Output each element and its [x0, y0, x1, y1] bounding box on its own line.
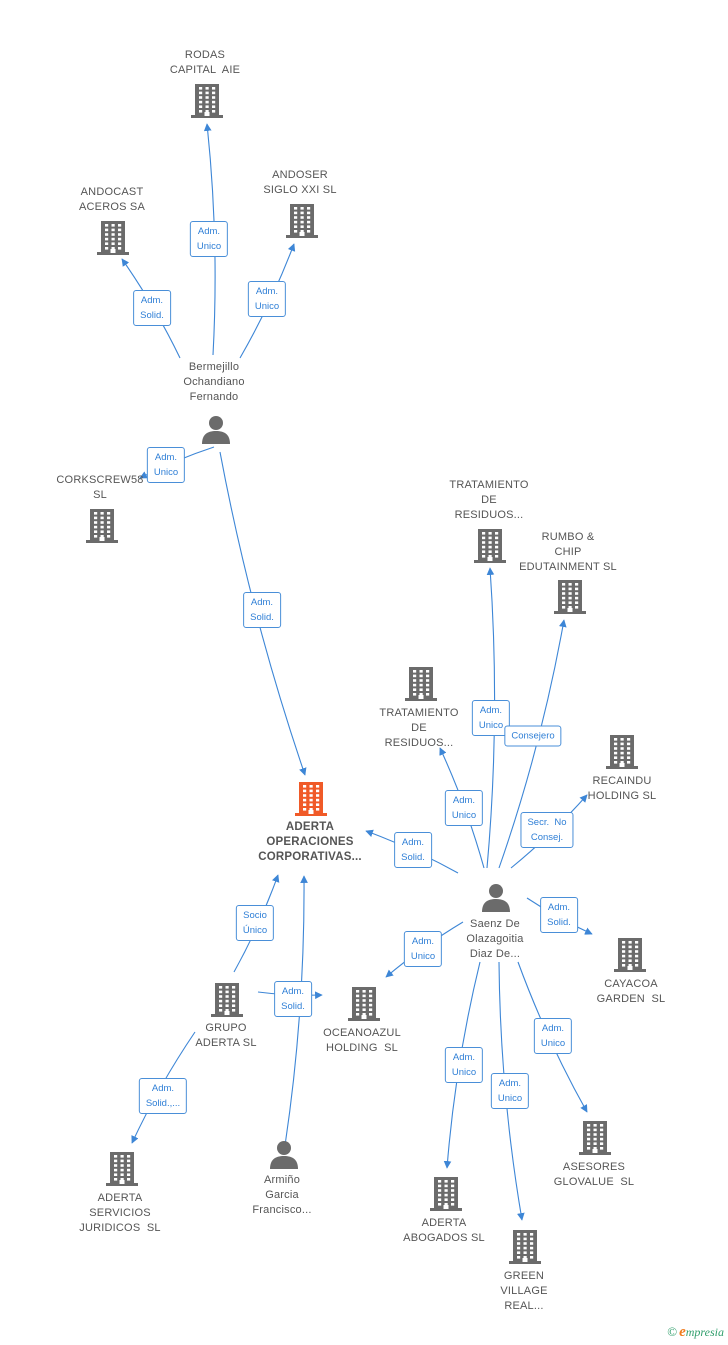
empresia-watermark: ©empresia [667, 1324, 724, 1341]
company-building-icon-aderta_serv[interactable] [105, 1151, 139, 1192]
node-label-armino[interactable]: Armiño Garcia Francisco... [252, 1174, 312, 1216]
node-label-rodas[interactable]: RODAS CAPITAL AIE [169, 49, 241, 76]
node-label-aderta_abog[interactable]: ADERTA ABOGADOS SL [403, 1217, 485, 1244]
node-label-trat2[interactable]: TRATAMIENTO DE RESIDUOS... [379, 707, 459, 749]
relation-label-saenz-to-cayacoa[interactable]: Adm. Solid. [540, 897, 578, 933]
person-icon-bermejillo[interactable] [200, 415, 232, 450]
company-building-icon-andocast[interactable] [96, 220, 130, 261]
company-building-icon-cayacoa[interactable] [613, 937, 647, 978]
company-building-icon-aderta_op[interactable] [294, 781, 328, 822]
node-label-saenz[interactable]: Saenz De Olazagoitia Diaz De... [466, 918, 524, 960]
person-icon-saenz[interactable] [480, 883, 512, 918]
company-building-icon-trat1[interactable] [473, 528, 507, 569]
node-label-asesores[interactable]: ASESORES GLOVALUE SL [553, 1161, 635, 1188]
copyright-symbol: © [667, 1324, 678, 1339]
node-label-andoser[interactable]: ANDOSER SIGLO XXI SL [263, 169, 337, 196]
company-building-icon-rumbo[interactable] [553, 579, 587, 620]
relation-label-bermejillo-to-rodas[interactable]: Adm. Unico [189, 221, 229, 257]
company-building-icon-corkscrew[interactable] [85, 508, 119, 549]
node-label-oceano[interactable]: OCEANOAZUL HOLDING SL [323, 1027, 401, 1054]
node-label-bermejillo[interactable]: Bermejillo Ochandiano Fernando [183, 361, 245, 403]
node-label-andocast[interactable]: ANDOCAST ACEROS SA [79, 186, 145, 213]
company-building-icon-rodas[interactable] [190, 83, 224, 124]
person-icon-armino[interactable] [268, 1140, 300, 1175]
node-label-corkscrew[interactable]: CORKSCREW58 SL [56, 474, 144, 501]
node-label-aderta_serv[interactable]: ADERTA SERVICIOS JURIDICOS SL [79, 1192, 161, 1234]
node-label-recaindu[interactable]: RECAINDU HOLDING SL [587, 775, 657, 802]
company-building-icon-grupo[interactable] [210, 982, 244, 1023]
node-label-green[interactable]: GREEN VILLAGE REAL... [500, 1270, 548, 1312]
relation-label-saenz-to-trat2[interactable]: Adm. Unico [444, 790, 484, 826]
relation-label-bermejillo-to-andoser[interactable]: Adm. Unico [247, 281, 287, 317]
company-building-icon-oceano[interactable] [347, 986, 381, 1027]
relation-label-grupo-to-aderta_op[interactable]: Socio Único [235, 905, 275, 941]
company-building-icon-asesores[interactable] [578, 1120, 612, 1161]
relation-label-bermejillo-to-andocast[interactable]: Adm. Solid. [133, 290, 171, 326]
node-label-cayacoa[interactable]: CAYACOA GARDEN SL [596, 978, 666, 1005]
relation-label-grupo-to-aderta_serv[interactable]: Adm. Solid.,... [138, 1078, 188, 1114]
company-building-icon-andoser[interactable] [285, 203, 319, 244]
company-building-icon-recaindu[interactable] [605, 734, 639, 775]
relation-label-saenz-to-rumbo[interactable]: Consejero [504, 725, 562, 747]
node-label-trat1[interactable]: TRATAMIENTO DE RESIDUOS... [449, 479, 529, 521]
relation-label-saenz-to-aderta_abog[interactable]: Adm. Unico [444, 1047, 484, 1083]
relation-label-bermejillo-to-aderta_op[interactable]: Adm. Solid. [243, 592, 281, 628]
relation-label-saenz-to-oceano[interactable]: Adm. Unico [403, 931, 443, 967]
relation-label-bermejillo-to-corkscrew[interactable]: Adm. Unico [146, 447, 186, 483]
company-building-icon-aderta_abog[interactable] [429, 1176, 463, 1217]
brand-name: mpresia [685, 1325, 724, 1339]
company-building-icon-green[interactable] [508, 1229, 542, 1270]
node-label-rumbo[interactable]: RUMBO & CHIP EDUTAINMENT SL [519, 531, 617, 573]
relation-label-grupo-to-oceano[interactable]: Adm. Solid. [274, 981, 312, 1017]
node-label-grupo[interactable]: GRUPO ADERTA SL [195, 1022, 257, 1049]
brand-initial: e [679, 1324, 686, 1340]
relation-label-saenz-to-green[interactable]: Adm. Unico [490, 1073, 530, 1109]
relation-label-saenz-to-trat1[interactable]: Adm. Unico [471, 700, 511, 736]
relation-label-saenz-to-aderta_op[interactable]: Adm. Solid. [394, 832, 432, 868]
node-label-aderta_op[interactable]: ADERTA OPERACIONES CORPORATIVAS... [258, 821, 362, 863]
relation-label-saenz-to-recaindu[interactable]: Secr. No Consej. [520, 812, 574, 848]
relation-label-saenz-to-asesores[interactable]: Adm. Unico [533, 1018, 573, 1054]
company-building-icon-trat2[interactable] [404, 666, 438, 707]
